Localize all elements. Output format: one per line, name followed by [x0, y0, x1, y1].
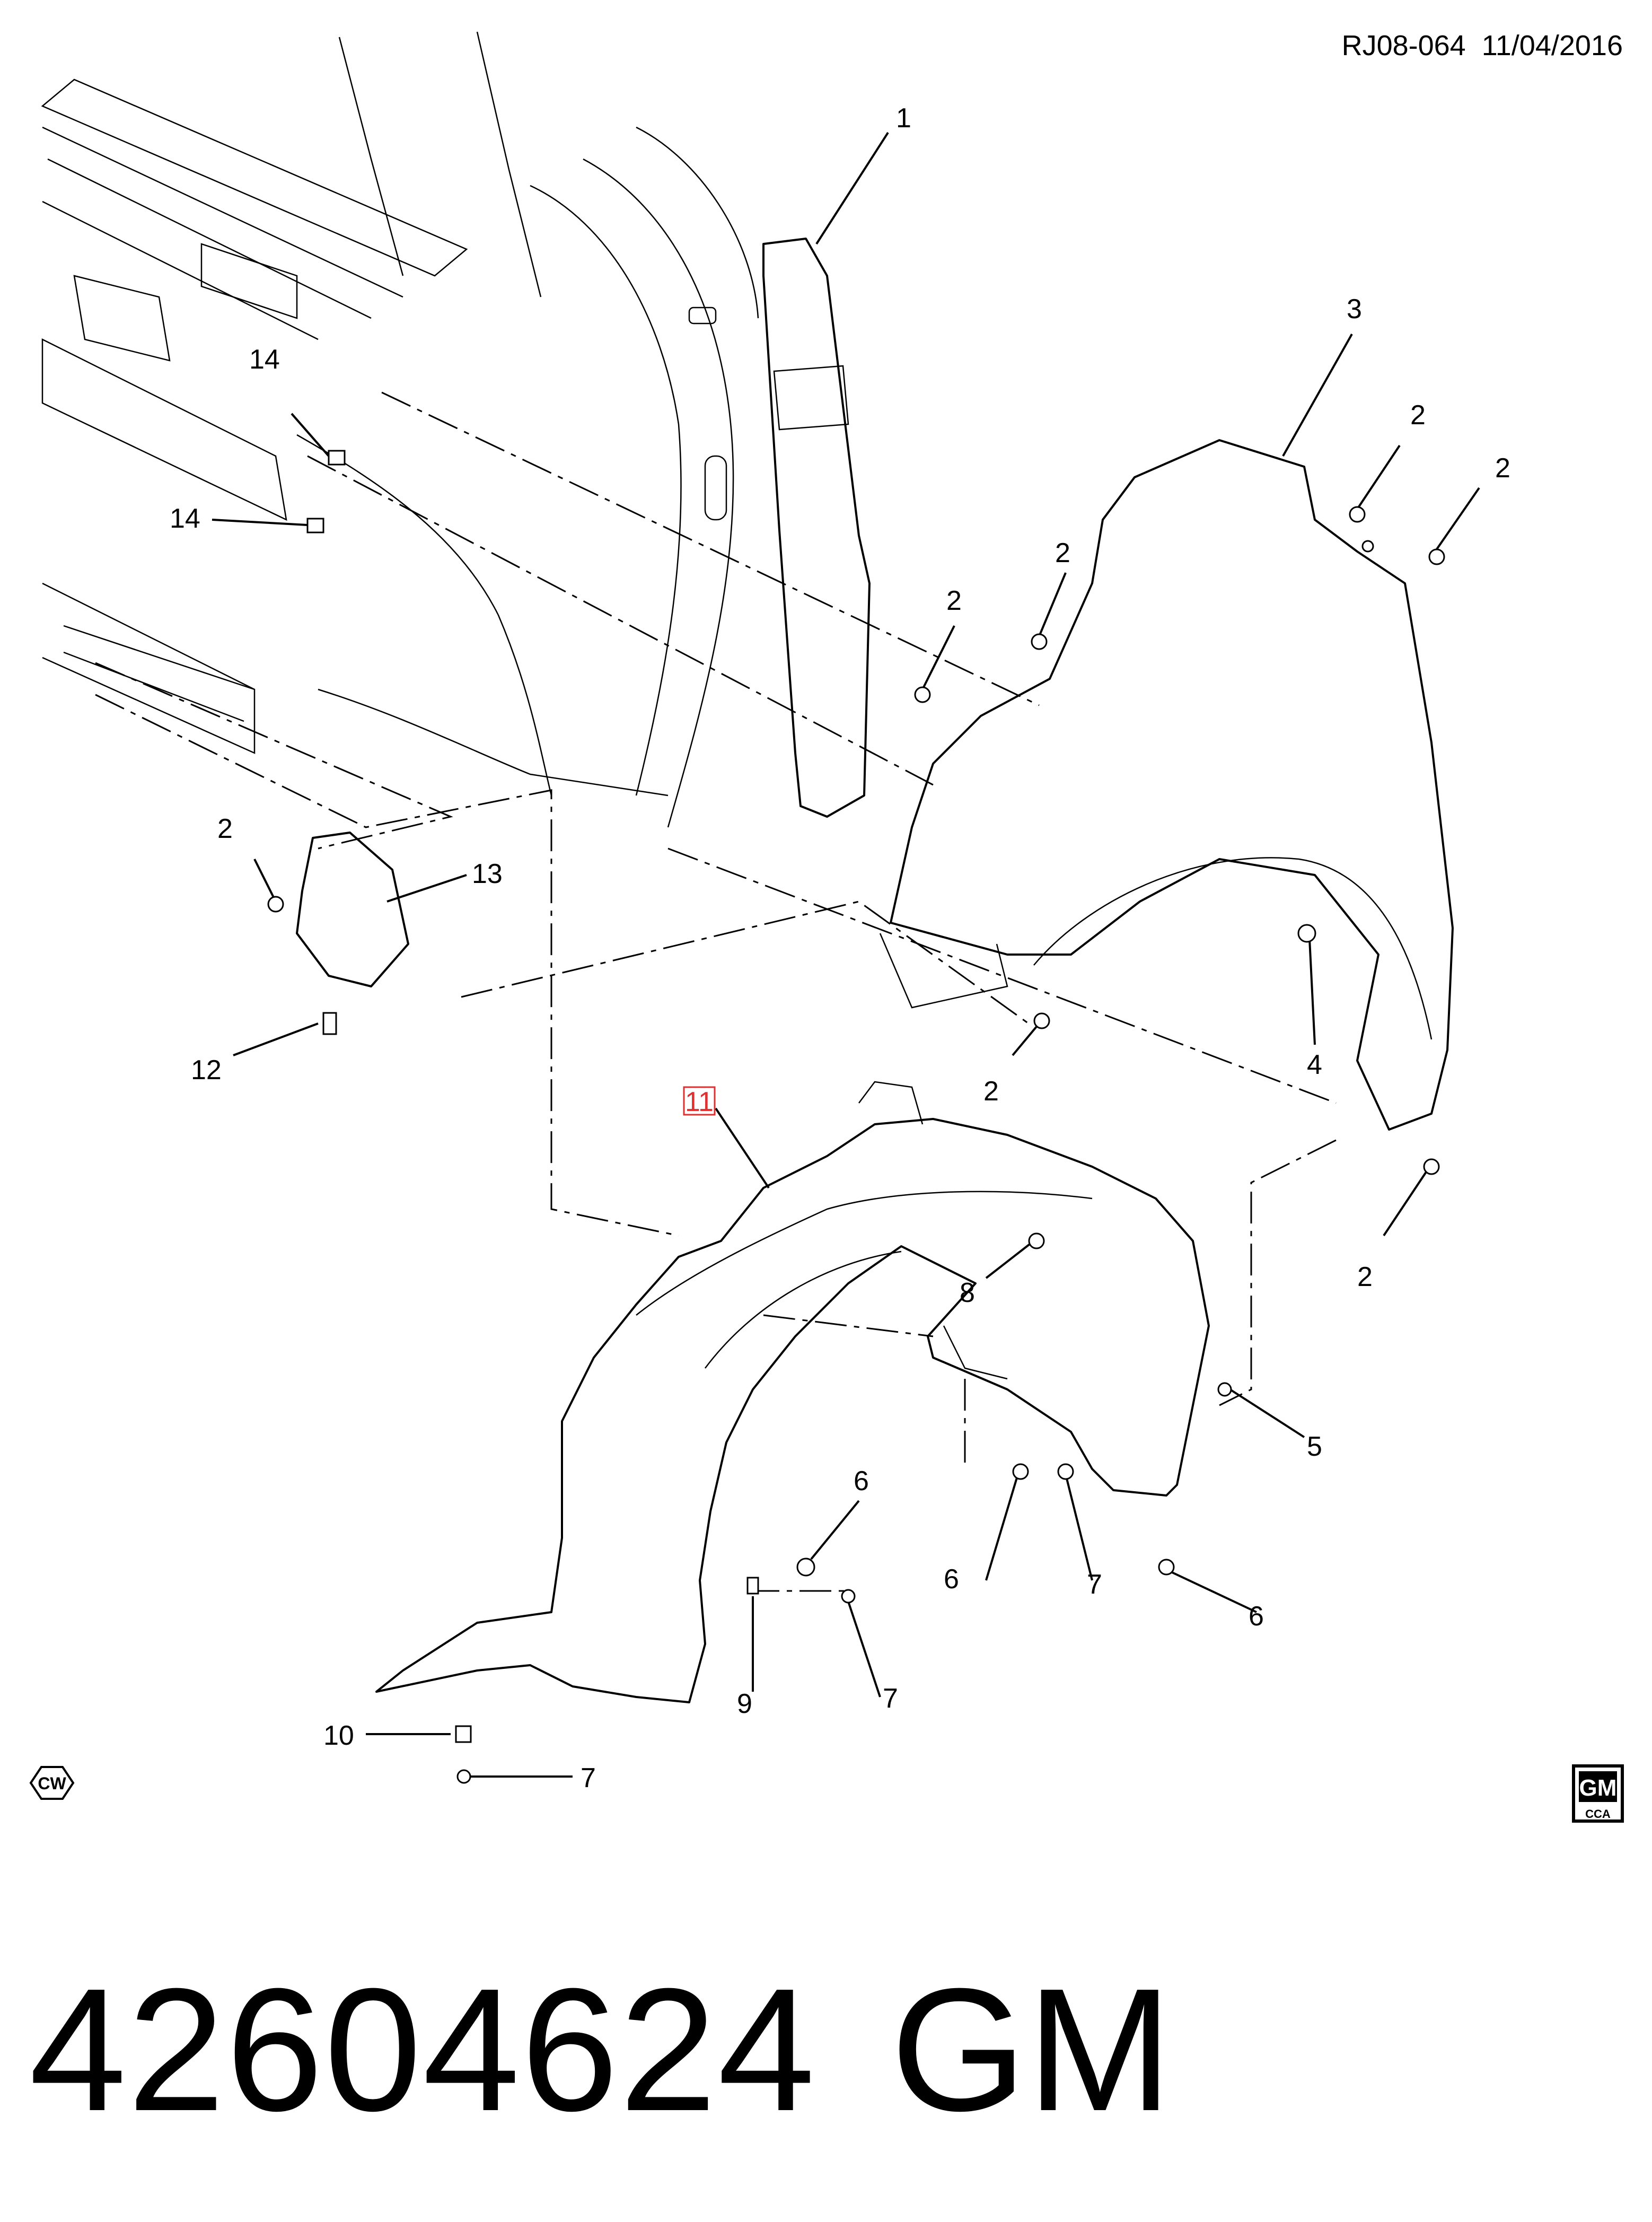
callout-3: 3: [1347, 294, 1362, 325]
callout-13: 13: [472, 859, 503, 889]
part-brand: GM: [891, 1952, 1173, 2147]
callout-14: 14: [249, 344, 280, 375]
cw-badge: CW: [29, 1766, 75, 1800]
callout-2: 2: [1357, 1262, 1373, 1292]
assembly-lines: [95, 391, 1337, 1592]
part-1-filler-panel: [762, 238, 871, 818]
callout-2: 2: [983, 1076, 999, 1107]
callout-7: 7: [1087, 1569, 1102, 1600]
callout-6: 6: [1249, 1601, 1264, 1632]
gm-logo-text: GM: [1579, 1775, 1617, 1801]
vehicle-body-structure: [41, 31, 759, 828]
callout-5: 5: [1307, 1431, 1322, 1462]
callout-1: 1: [896, 103, 911, 134]
callout-9: 9: [737, 1689, 752, 1719]
callout-11: 11: [685, 1087, 714, 1117]
callout-2: 2: [946, 585, 962, 616]
callout-7: 7: [883, 1683, 898, 1714]
callout-2: 2: [1410, 400, 1426, 431]
callout-10: 10: [323, 1720, 354, 1751]
diagram-reference: RJ08-064 11/04/2016: [1342, 29, 1623, 62]
callout-labels: 1 2 2 2 2 2 2 2 2 3 4 5 6 6 6 7 7 7 7 8 …: [170, 103, 1510, 1794]
callout-2: 2: [217, 813, 233, 844]
gm-cca-logo: GM CCA: [1572, 1764, 1624, 1823]
callout-2: 2: [1495, 453, 1510, 484]
callout-6: 6: [944, 1564, 959, 1595]
callout-leaders: [212, 132, 1480, 1778]
callout-12: 12: [191, 1055, 222, 1086]
part-3-fender: [890, 439, 1454, 1131]
callout-6: 6: [854, 1466, 869, 1497]
callout-2: 2: [1055, 538, 1070, 568]
reference-code: RJ08-064: [1341, 30, 1466, 62]
cca-logo-text: CCA: [1585, 1807, 1611, 1821]
part-11-wheelhouse-liner: [375, 1118, 1210, 1703]
cw-badge-label: CW: [38, 1774, 66, 1793]
callout-7: 7: [581, 1763, 596, 1794]
part-13-bracket: [296, 832, 409, 987]
part-number: 42604624: [29, 1952, 816, 2147]
callout-4: 4: [1307, 1049, 1322, 1080]
reference-date: 11/04/2016: [1481, 30, 1623, 62]
fasteners: [267, 450, 1445, 1784]
callout-11-highlight: [683, 1086, 716, 1116]
callout-14: 14: [170, 503, 200, 534]
callout-8: 8: [960, 1278, 975, 1308]
